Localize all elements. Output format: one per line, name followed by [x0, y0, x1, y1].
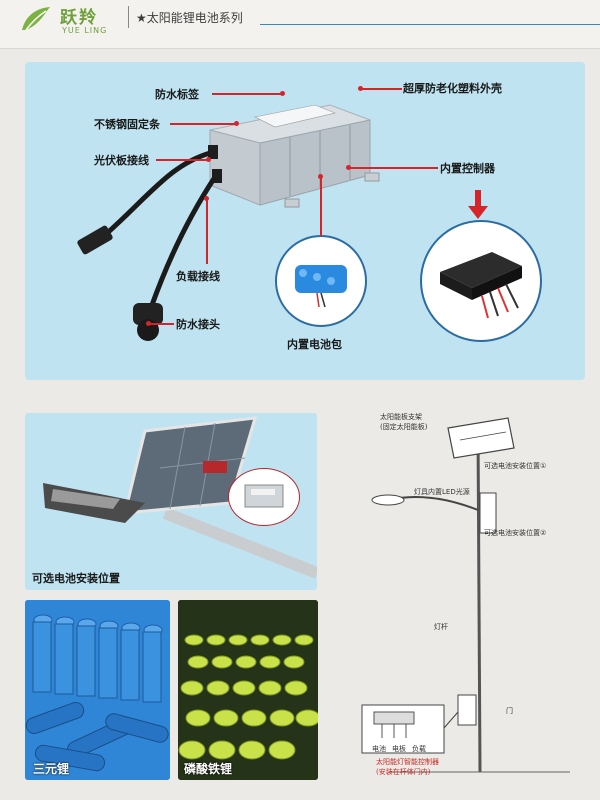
diagram-label-panel-bracket-note: (固定太阳能板): [380, 423, 428, 431]
label-stainless-bar: 不锈钢固定条: [94, 118, 160, 131]
leader-line: [320, 178, 322, 236]
label-battery-pack: 内置电池包: [287, 338, 342, 351]
label-pv-cable: 光伏板接线: [94, 154, 149, 167]
battery-box-illustration: [77, 104, 380, 341]
ternary-lithium-photo: [25, 600, 170, 780]
ternary-lithium-caption: 三元锂: [33, 762, 70, 776]
diagram-label-controller-box-note: (安装在杆体门内): [376, 768, 431, 776]
diagram-wire-label: 电池: [372, 745, 386, 753]
brand-name-en: YUE LING: [62, 26, 108, 35]
diagram-wire-label: 电板: [392, 745, 406, 753]
leader-line: [150, 323, 174, 325]
leader-dot: [146, 321, 151, 326]
controller-icon: [440, 252, 522, 319]
optional-position-label: 可选电池安装位置: [32, 572, 120, 585]
header-rule: [260, 24, 600, 25]
leader-dot: [206, 157, 211, 162]
leader-dot: [234, 121, 239, 126]
leader-dot: [318, 174, 323, 179]
label-waterproof-connector: 防水接头: [176, 318, 220, 331]
battery-box-icon: [244, 484, 284, 508]
street-lamp-illustration: [43, 416, 317, 579]
battery-pack-icon: [295, 265, 347, 308]
header-divider: [128, 6, 129, 28]
lifepo4-photo: [178, 600, 318, 780]
brand-name: 跃羚: [60, 8, 98, 28]
diagram-wire-label: 负载: [412, 745, 426, 753]
battery-location-inset: [228, 468, 300, 526]
diagram-label-opt-pos-1: 可选电池安装位置①: [484, 462, 547, 470]
diagram-label-controller-box: 太阳能灯智能控制器: [376, 758, 439, 766]
label-controller: 内置控制器: [440, 162, 495, 175]
diagram-label-opt-pos-2: 可选电池安装位置②: [484, 529, 547, 537]
logo-leaf-icon: [22, 7, 50, 31]
leader-line: [206, 200, 208, 264]
battery-pack-inset: [275, 235, 367, 327]
label-waterproof-tag: 防水标签: [155, 88, 199, 101]
diagram-label-lamp-led: 灯具内置LED光源: [414, 488, 470, 496]
leader-line: [212, 93, 282, 95]
series-title: ★太阳能锂电池系列: [136, 11, 243, 25]
down-arrow-icon: [468, 190, 488, 219]
diagram-label-pole: 灯杆: [434, 623, 448, 631]
leader-line: [170, 123, 236, 125]
controller-inset: [420, 220, 542, 342]
lifepo4-caption: 磷酸铁锂: [184, 762, 233, 776]
installation-diagram: [361, 417, 570, 773]
diagram-label-panel-bracket: 太阳能板支架: [380, 413, 422, 421]
leader-dot: [204, 196, 209, 201]
leader-line: [362, 88, 402, 90]
lifepo4-cells-image: [178, 600, 318, 780]
leader-line: [156, 159, 208, 161]
label-load-cable: 负载接线: [176, 270, 220, 283]
leader-line: [350, 167, 438, 169]
cylinder-cells-image: [25, 600, 170, 780]
leader-dot: [280, 91, 285, 96]
diagram-label-door: 门: [506, 707, 513, 715]
label-shell: 超厚防老化塑料外壳: [403, 82, 502, 95]
leader-dot: [358, 86, 363, 91]
leader-dot: [346, 165, 351, 170]
